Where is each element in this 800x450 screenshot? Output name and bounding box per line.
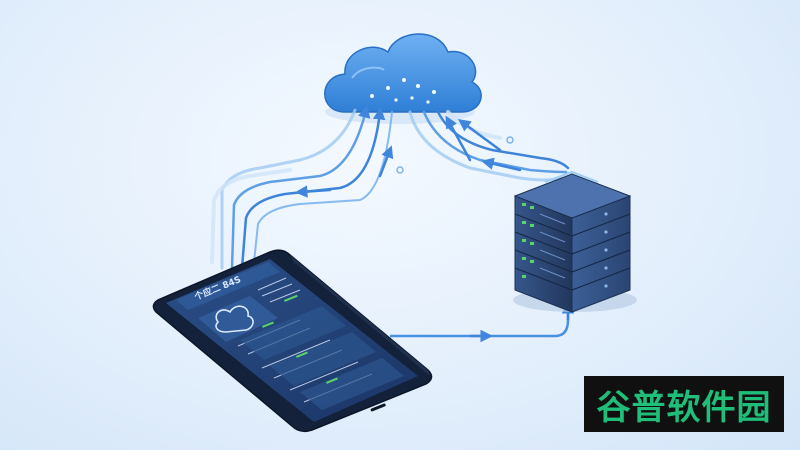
server-rack-icon (513, 170, 637, 313)
upload-stream-lines (210, 105, 394, 270)
cloud-icon (324, 33, 482, 124)
watermark-text: 谷普软件园 (596, 387, 772, 428)
watermark-logo: 谷普软件园 (584, 376, 784, 432)
smartphone-icon: 个应二 84S (152, 249, 433, 433)
phone-to-server-arrow (390, 301, 575, 343)
server-led-icons (522, 203, 534, 278)
